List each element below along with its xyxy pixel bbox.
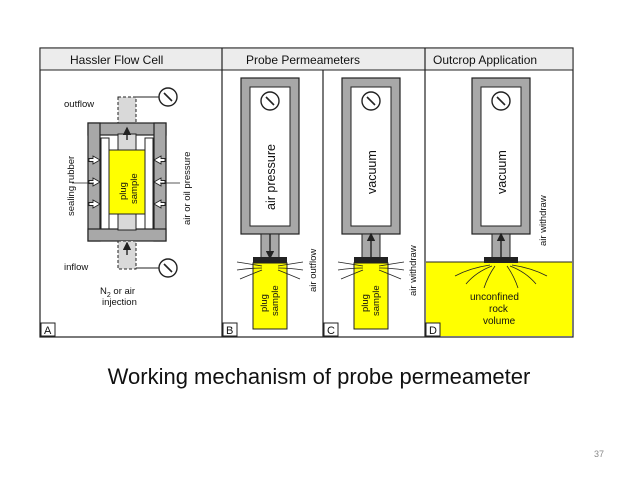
panel-c: vacuum plug sample air withdraw bbox=[337, 77, 419, 330]
vacuum-label-d: vacuum bbox=[495, 150, 509, 194]
panel-letter-a: A bbox=[44, 325, 52, 337]
panel-title-d: Outcrop Application bbox=[433, 53, 537, 67]
header-band bbox=[39, 47, 574, 71]
panel-letters: A B C D bbox=[40, 322, 441, 337]
air-withdraw-label-d: air withdraw bbox=[538, 195, 549, 246]
plug-sample-a bbox=[108, 149, 146, 215]
sample-label-a: sample bbox=[129, 173, 140, 204]
panel-b: air pressure plug sample air outflow bbox=[236, 77, 319, 330]
n2-injection-label: N2 or air bbox=[100, 286, 135, 299]
injection-label: injection bbox=[102, 297, 137, 308]
air-outflow-label: air outflow bbox=[308, 249, 319, 292]
panel-a: outflow inflow sealing rubber air or oil… bbox=[64, 87, 193, 308]
air-or-oil-pressure-label: air or oil pressure bbox=[182, 152, 193, 225]
plug-label-a: plug bbox=[118, 182, 129, 200]
page-number: 37 bbox=[593, 449, 604, 459]
air-pressure-label: air pressure bbox=[264, 144, 278, 210]
sample-label-c: sample bbox=[371, 285, 382, 316]
rock-volume bbox=[426, 262, 572, 336]
plug-sample-c bbox=[353, 262, 389, 330]
inflow-label: inflow bbox=[64, 262, 88, 273]
plug-label-b: plug bbox=[259, 294, 270, 312]
outflow-label: outflow bbox=[64, 99, 94, 110]
rock-label: rock bbox=[489, 304, 509, 315]
permeameter-diagram: Hassler Flow Cell Probe Permeameters Out… bbox=[39, 47, 574, 338]
vacuum-label-c: vacuum bbox=[365, 150, 379, 194]
panel-d: vacuum air withdraw unconfined rock volu… bbox=[426, 77, 572, 336]
sealing-rubber-label: sealing rubber bbox=[66, 156, 77, 216]
plug-sample-b bbox=[252, 262, 288, 330]
panel-letter-b: B bbox=[226, 325, 233, 337]
volume-label: volume bbox=[483, 316, 516, 327]
panel-title-b: Probe Permeameters bbox=[246, 53, 360, 67]
slide-caption: Working mechanism of probe permeameter bbox=[107, 364, 531, 389]
panel-letter-d: D bbox=[429, 325, 437, 337]
panel-letter-c: C bbox=[327, 325, 335, 337]
unconfined-label: unconfined bbox=[470, 292, 519, 303]
air-withdraw-label-c: air withdraw bbox=[408, 245, 419, 296]
sample-label-b: sample bbox=[270, 285, 281, 316]
plug-label-c: plug bbox=[360, 294, 371, 312]
panel-title-a: Hassler Flow Cell bbox=[70, 53, 163, 67]
